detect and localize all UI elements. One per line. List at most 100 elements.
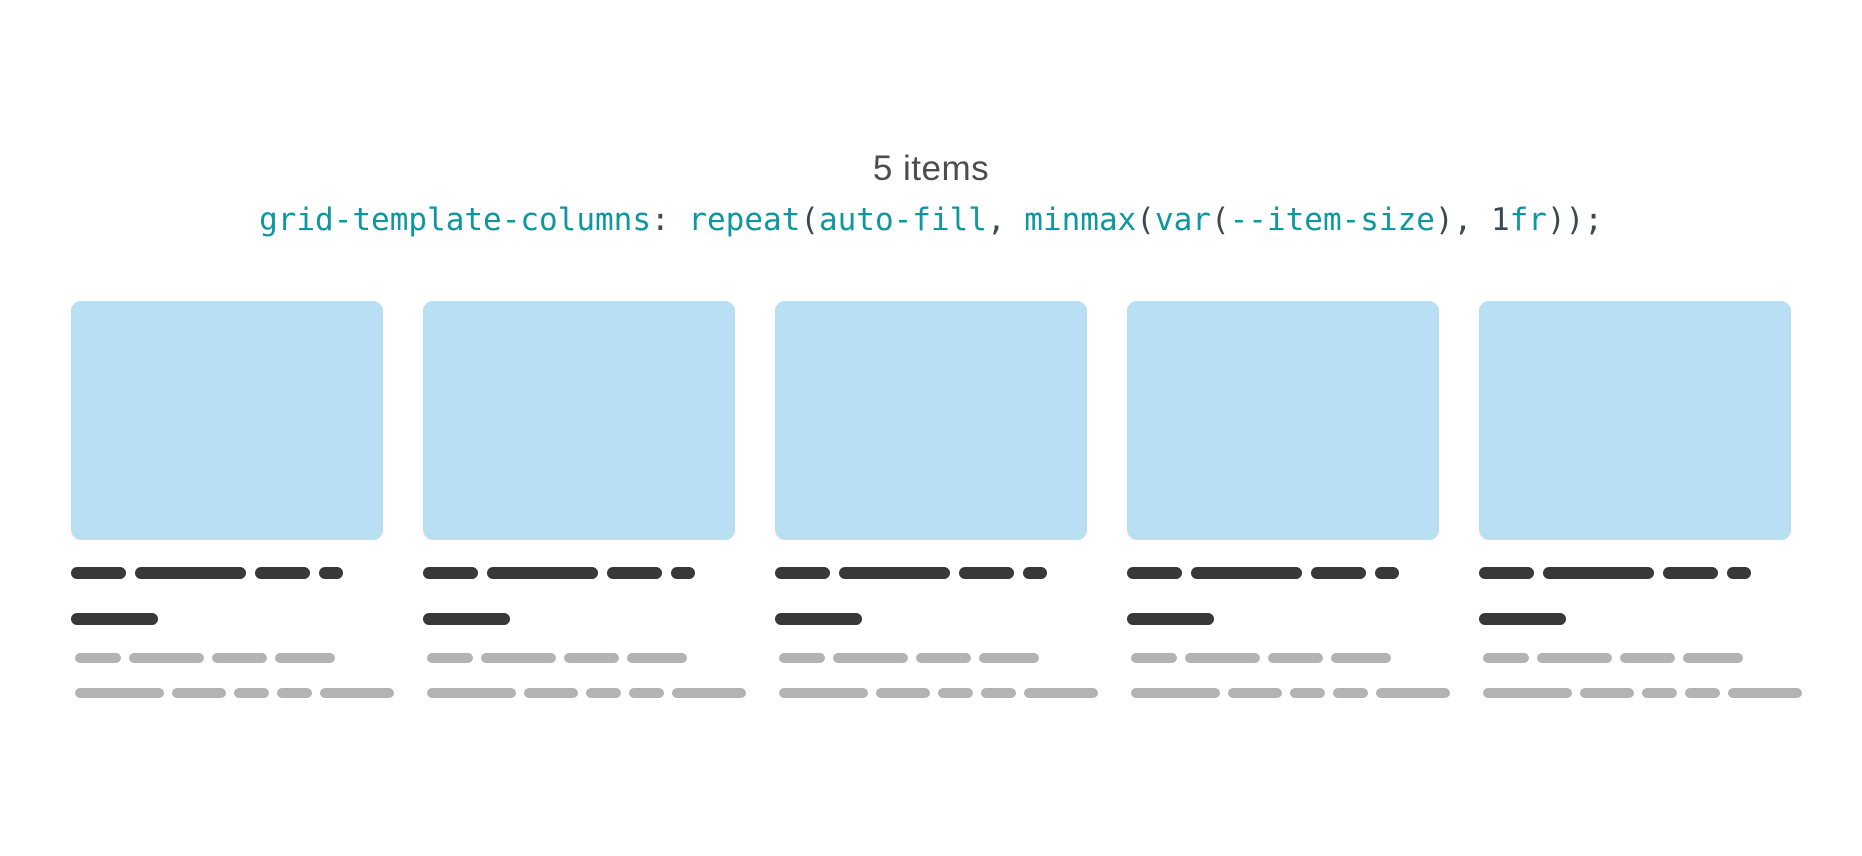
skeleton-line-row [71, 567, 383, 579]
skeleton-line-row [75, 688, 394, 698]
skeleton-dash [255, 567, 310, 579]
skeleton-dash [629, 688, 664, 698]
skeleton-dash [1131, 653, 1177, 663]
skeleton-line-row [1479, 567, 1791, 579]
skeleton-dash [75, 688, 164, 698]
skeleton-dash [627, 653, 687, 663]
skeleton-dash [1663, 567, 1718, 579]
skeleton-dash [1268, 653, 1323, 663]
skeleton-dash [1537, 653, 1612, 663]
skeleton-dash [1185, 653, 1260, 663]
skeleton-dash [833, 653, 908, 663]
card [1479, 301, 1802, 698]
skeleton-line-row [75, 653, 383, 663]
code-token: repeat [688, 202, 801, 238]
skeleton-dash [135, 567, 246, 579]
skeleton-dash [1727, 567, 1751, 579]
skeleton-dash [1191, 567, 1302, 579]
skeleton-dash [916, 653, 971, 663]
skeleton-line-row [779, 653, 1087, 663]
skeleton-dash [775, 567, 830, 579]
skeleton-dash [1331, 653, 1391, 663]
skeleton-line-row [427, 653, 735, 663]
code-token: var [1154, 202, 1211, 238]
skeleton-dash [427, 653, 473, 663]
skeleton-dash [839, 567, 950, 579]
skeleton-dash [481, 653, 556, 663]
skeleton-dash [1483, 688, 1572, 698]
skeleton-dash [779, 653, 825, 663]
skeleton-dash [212, 653, 267, 663]
skeleton-line-row [775, 613, 1087, 625]
code-token: : [651, 202, 689, 238]
card-image-placeholder [71, 301, 383, 540]
skeleton-dash [1024, 688, 1098, 698]
skeleton-dash [876, 688, 930, 698]
skeleton-dash [71, 613, 158, 625]
skeleton-dash [564, 653, 619, 663]
skeleton-dash [1728, 688, 1802, 698]
skeleton-dash [1683, 653, 1743, 663]
code-token: ), [1434, 202, 1491, 238]
skeleton-dash [1131, 688, 1220, 698]
skeleton-line-row [423, 567, 735, 579]
skeleton-dash [129, 653, 204, 663]
skeleton-line-row [1479, 613, 1791, 625]
skeleton-dash [1543, 567, 1654, 579]
skeleton-dash [1333, 688, 1368, 698]
card-image-placeholder [1127, 301, 1439, 540]
code-token: --item-size [1229, 202, 1435, 238]
skeleton-dash [423, 567, 478, 579]
skeleton-dash [607, 567, 662, 579]
skeleton-line-row [427, 688, 746, 698]
skeleton-line-row [1127, 613, 1439, 625]
skeleton-dash [1375, 567, 1399, 579]
skeleton-dash [524, 688, 578, 698]
skeleton-dash [1479, 567, 1534, 579]
skeleton-line-row [1127, 567, 1439, 579]
skeleton-dash [487, 567, 598, 579]
card [775, 301, 1098, 698]
skeleton-dash [775, 613, 862, 625]
skeleton-line-row [775, 567, 1087, 579]
skeleton-dash [275, 653, 335, 663]
code-token: fr [1509, 202, 1547, 238]
code-token: ( [800, 202, 819, 238]
skeleton-dash [1127, 613, 1214, 625]
skeleton-dash [1642, 688, 1677, 698]
skeleton-dash [959, 567, 1014, 579]
code-token: grid-template-columns [259, 202, 651, 238]
skeleton-dash [319, 567, 343, 579]
code-token: ( [1210, 202, 1230, 238]
skeleton-line-row [423, 613, 735, 625]
skeleton-line-row [1483, 653, 1791, 663]
skeleton-dash [1479, 613, 1566, 625]
cards-grid [0, 301, 1862, 698]
skeleton-dash [320, 688, 394, 698]
skeleton-dash [979, 653, 1039, 663]
skeleton-dash [1311, 567, 1366, 579]
skeleton-dash [1685, 688, 1720, 698]
skeleton-line-row [71, 613, 383, 625]
skeleton-line-row [1131, 688, 1450, 698]
css-rule-code: grid-template-columns: repeat(auto-fill,… [0, 201, 1862, 239]
card [1127, 301, 1450, 698]
skeleton-dash [427, 688, 516, 698]
card-image-placeholder [423, 301, 735, 540]
card-image-placeholder [775, 301, 1087, 540]
card [423, 301, 746, 698]
skeleton-dash [586, 688, 621, 698]
skeleton-line-row [1131, 653, 1439, 663]
skeleton-dash [75, 653, 121, 663]
skeleton-dash [1127, 567, 1182, 579]
skeleton-dash [1620, 653, 1675, 663]
skeleton-dash [172, 688, 226, 698]
skeleton-dash [779, 688, 868, 698]
code-token: , [986, 202, 1025, 238]
code-token: auto-fill [818, 202, 987, 238]
skeleton-dash [71, 567, 126, 579]
skeleton-dash [672, 688, 746, 698]
code-token: minmax [1024, 202, 1137, 238]
skeleton-dash [671, 567, 695, 579]
